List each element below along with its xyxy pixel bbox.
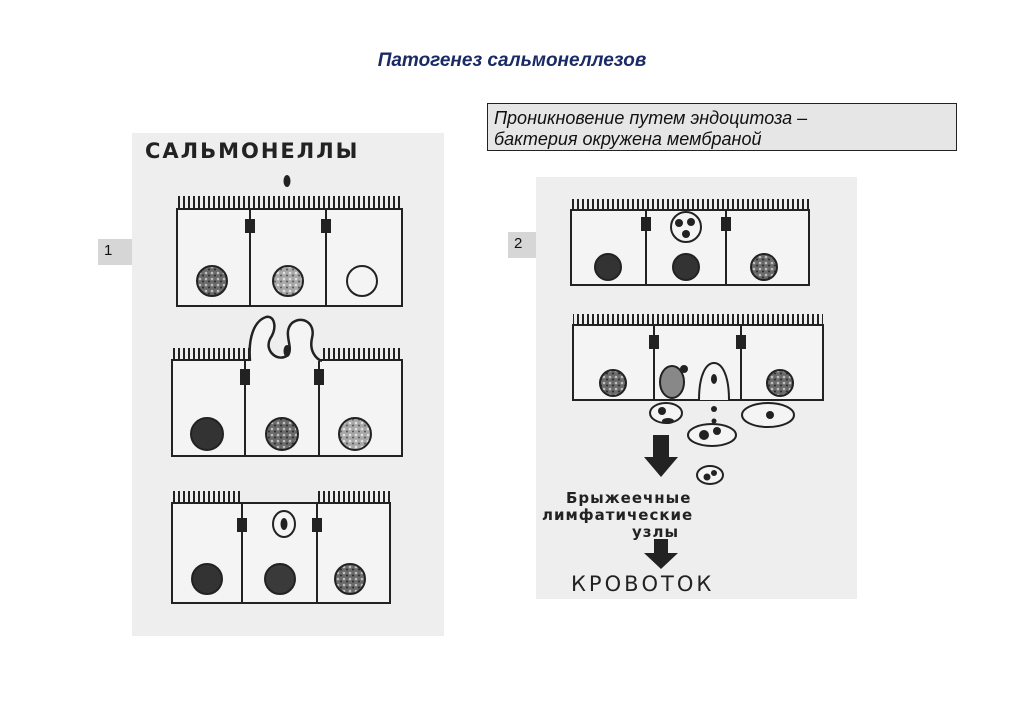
salmonella-bacterium: [682, 230, 690, 238]
bloodstream-label: КРОВОТОК: [571, 572, 714, 596]
salmonella-bacterium: [680, 365, 688, 373]
macrophage: [696, 465, 724, 485]
tight-junction: [314, 369, 324, 385]
salmonella-bacterium: [687, 218, 695, 226]
cell-nucleus: [190, 417, 224, 451]
tight-junction: [240, 369, 250, 385]
cell-nucleus: [272, 265, 304, 297]
cell-nucleus: [265, 417, 299, 451]
cell-nucleus: [750, 253, 778, 281]
tight-junction: [237, 518, 247, 532]
tight-junction: [736, 335, 746, 349]
salmonella-bacterium: [711, 470, 717, 476]
epithelium-row-3: [171, 491, 391, 604]
slide-title: Патогенез сальмонеллезов: [377, 50, 647, 71]
salmonella-bacterium: [280, 518, 288, 530]
cell-nucleus: [594, 253, 622, 281]
salmonella-bacterium: [703, 473, 711, 481]
tight-junction: [641, 217, 651, 231]
mesenteric-label-line-2: лимфатические: [542, 506, 693, 524]
tight-junction: [721, 217, 731, 231]
epithelium-row-2: [171, 315, 403, 457]
cell-nucleus: [196, 265, 228, 297]
salmonella-bacterium: [283, 345, 291, 357]
callout-line-1: Проникновение путем эндоцитоза –: [494, 108, 808, 128]
panel-2-drawing: Брыжеечные лимфатические узлы КРОВОТОК: [542, 199, 824, 596]
cell-nucleus: [191, 563, 223, 595]
panel-1-drawing: САЛЬМОНЕЛЛЫ: [145, 139, 403, 604]
flow-arrow-down: [644, 435, 678, 477]
callout-line-2: бактерия окружена мембраной: [494, 129, 762, 149]
invasion-figure-panel-1: САЛЬМОНЕЛЛЫ: [132, 133, 444, 636]
cell-nucleus: [766, 369, 794, 397]
cell-nucleus: [338, 417, 372, 451]
endocytosis-callout: Проникновение путем эндоцитоза – бактери…: [487, 103, 957, 151]
epithelium-middle-row: [572, 314, 824, 401]
salmonella-bacterium: [283, 175, 291, 187]
cell-nucleus: [672, 253, 700, 281]
tight-junction: [321, 219, 331, 233]
released-bacteria: [649, 402, 795, 447]
salmonella-bacterium: [675, 219, 683, 227]
cell-nucleus: [334, 563, 366, 595]
cell-nucleus: [264, 563, 296, 595]
cell-nucleus: [659, 365, 685, 399]
tight-junction: [649, 335, 659, 349]
cell-nucleus: [599, 369, 627, 397]
tight-junction: [245, 219, 255, 233]
salmonella-bacterium: [711, 374, 717, 384]
epithelium-row-1: [176, 196, 403, 307]
invasion-figure-panel-2: Брыжеечные лимфатические узлы КРОВОТОК: [536, 177, 857, 599]
salmonella-heading: САЛЬМОНЕЛЛЫ: [145, 139, 359, 163]
tight-junction: [312, 518, 322, 532]
mesenteric-label-line-3: узлы: [632, 523, 679, 541]
mesenteric-label-line-1: Брыжеечные: [566, 489, 691, 507]
flow-arrow-down: [644, 539, 678, 569]
cell-nucleus: [346, 265, 378, 297]
epithelium-top-row: [570, 199, 810, 286]
